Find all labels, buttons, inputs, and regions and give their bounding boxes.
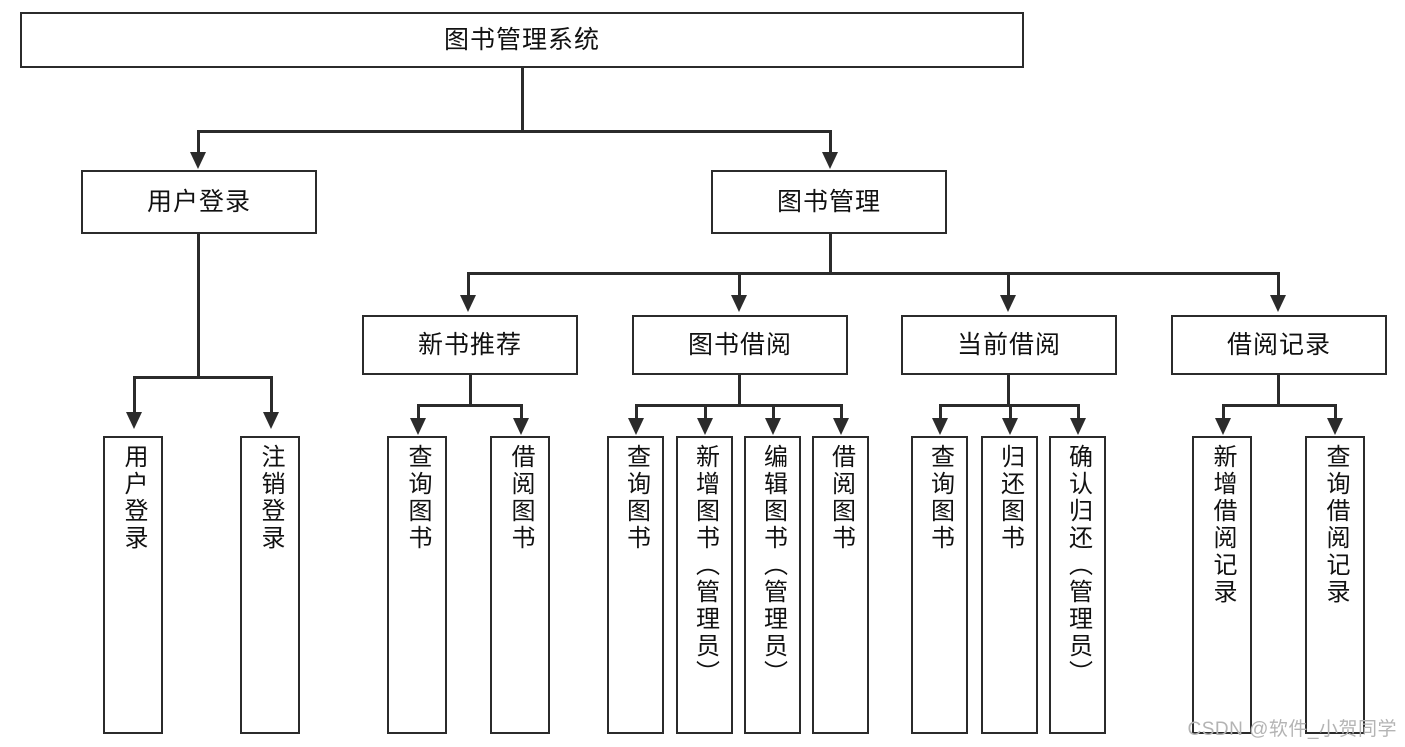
node-user-login[interactable]: 用户登录 — [81, 170, 317, 234]
node-borrow-record[interactable]: 借阅记录 — [1171, 315, 1387, 375]
edge-book-borrow-to-leaf-4 — [840, 404, 843, 421]
edge-new-book-to-leaf-1 — [417, 404, 420, 421]
node-label: 新增图书（管理员） — [691, 444, 719, 687]
node-label: 当前借阅 — [956, 330, 1061, 359]
edge-new-book-to-leaf-2 — [520, 404, 523, 421]
edge-borrow-record-to-leaf-2 — [1334, 404, 1337, 421]
edge-book-borrow-to-leaf-3 — [772, 404, 775, 421]
edge-user-login-stem — [197, 234, 200, 378]
leaf-query-book-borrow[interactable]: 查询图书 — [607, 436, 664, 734]
arrowhead-book-borrow-leaf-3 — [765, 418, 781, 435]
leaf-query-borrow-record[interactable]: 查询借阅记录 — [1305, 436, 1365, 734]
edge-book-manage-bar — [467, 272, 1279, 275]
node-book-borrow[interactable]: 图书借阅 — [632, 315, 848, 375]
node-book-manage[interactable]: 图书管理 — [711, 170, 947, 234]
node-label: 注销登录 — [257, 444, 284, 552]
arrowhead-user-login-leaf-1 — [126, 412, 142, 429]
edge-book-manage-to-current-borrow — [1007, 272, 1010, 297]
arrowhead-new-book-leaf-2 — [513, 418, 529, 435]
edge-user-login-to-leaf-1 — [133, 376, 136, 414]
leaf-borrow-book[interactable]: 借阅图书 — [812, 436, 869, 734]
edge-current-borrow-to-leaf-2 — [1009, 404, 1012, 421]
arrowhead-book-borrow-leaf-2 — [697, 418, 713, 435]
edge-book-manage-to-book-borrow — [738, 272, 741, 297]
arrowhead-new-book-leaf-1 — [410, 418, 426, 435]
arrowhead-current-borrow-leaf-2 — [1002, 418, 1018, 435]
arrowhead-user-login-leaf-2 — [263, 412, 279, 429]
node-label: 查询借阅记录 — [1322, 444, 1349, 606]
arrowhead-borrow-record-leaf-1 — [1215, 418, 1231, 435]
arrowhead-book-manage — [822, 152, 838, 169]
arrowhead-current-borrow — [1000, 295, 1016, 312]
node-label: 查询图书 — [404, 444, 431, 552]
edge-book-manage-to-new-book — [467, 272, 470, 297]
edge-root-to-user-login — [197, 130, 200, 155]
leaf-borrow-book-recommend[interactable]: 借阅图书 — [490, 436, 550, 734]
node-label: 编辑图书（管理员） — [759, 444, 787, 687]
node-label: 借阅图书 — [507, 444, 534, 552]
edge-root-stem — [521, 68, 524, 132]
edge-root-to-book-manage — [829, 130, 832, 155]
node-label: 图书管理系统 — [443, 25, 600, 54]
node-label: 查询图书 — [622, 444, 650, 552]
edge-book-manage-to-borrow-record — [1277, 272, 1280, 297]
edge-book-borrow-stem — [738, 375, 741, 406]
arrowhead-user-login — [190, 152, 206, 169]
edge-user-login-bar — [133, 376, 272, 379]
edge-root-bar — [197, 130, 831, 133]
arrowhead-borrow-record-leaf-2 — [1327, 418, 1343, 435]
leaf-return-book[interactable]: 归还图书 — [981, 436, 1038, 734]
leaf-query-book-current[interactable]: 查询图书 — [911, 436, 968, 734]
edge-current-borrow-stem — [1007, 375, 1010, 406]
node-label: 新书推荐 — [417, 330, 522, 359]
leaf-edit-book-admin[interactable]: 编辑图书（管理员） — [744, 436, 801, 734]
edge-user-login-to-leaf-2 — [270, 376, 273, 414]
edge-new-book-stem — [469, 375, 472, 406]
leaf-user-login[interactable]: 用户登录 — [103, 436, 163, 734]
leaf-add-borrow-record[interactable]: 新增借阅记录 — [1192, 436, 1252, 734]
edge-borrow-record-stem — [1277, 375, 1280, 406]
node-label: 图书借阅 — [687, 330, 792, 359]
node-current-borrow[interactable]: 当前借阅 — [901, 315, 1117, 375]
leaf-query-book-recommend[interactable]: 查询图书 — [387, 436, 447, 734]
arrowhead-borrow-record — [1270, 295, 1286, 312]
edge-current-borrow-to-leaf-3 — [1077, 404, 1080, 421]
node-label: 图书管理 — [776, 187, 881, 216]
node-label: 借阅图书 — [827, 444, 855, 552]
node-label: 新增借阅记录 — [1209, 444, 1236, 606]
node-label: 确认归还（管理员） — [1064, 444, 1092, 687]
edge-book-borrow-bar — [635, 404, 842, 407]
arrowhead-current-borrow-leaf-3 — [1070, 418, 1086, 435]
arrowhead-book-borrow — [731, 295, 747, 312]
node-new-book-recommend[interactable]: 新书推荐 — [362, 315, 578, 375]
edge-book-borrow-to-leaf-1 — [635, 404, 638, 421]
edge-book-manage-stem — [829, 234, 832, 274]
node-label: 借阅记录 — [1226, 330, 1331, 359]
edge-new-book-bar — [417, 404, 522, 407]
arrowhead-book-borrow-leaf-4 — [833, 418, 849, 435]
leaf-logout[interactable]: 注销登录 — [240, 436, 300, 734]
edge-borrow-record-bar — [1222, 404, 1336, 407]
edge-current-borrow-to-leaf-1 — [939, 404, 942, 421]
node-label: 用户登录 — [146, 187, 251, 216]
leaf-add-book-admin[interactable]: 新增图书（管理员） — [676, 436, 733, 734]
arrowhead-book-borrow-leaf-1 — [628, 418, 644, 435]
edge-book-borrow-to-leaf-2 — [704, 404, 707, 421]
arrowhead-new-book-recommend — [460, 295, 476, 312]
edge-borrow-record-to-leaf-1 — [1222, 404, 1225, 421]
node-label: 用户登录 — [120, 444, 147, 552]
node-root-system[interactable]: 图书管理系统 — [20, 12, 1024, 68]
arrowhead-current-borrow-leaf-1 — [932, 418, 948, 435]
node-label: 查询图书 — [926, 444, 954, 552]
node-label: 归还图书 — [996, 444, 1024, 552]
leaf-confirm-return-admin[interactable]: 确认归还（管理员） — [1049, 436, 1106, 734]
